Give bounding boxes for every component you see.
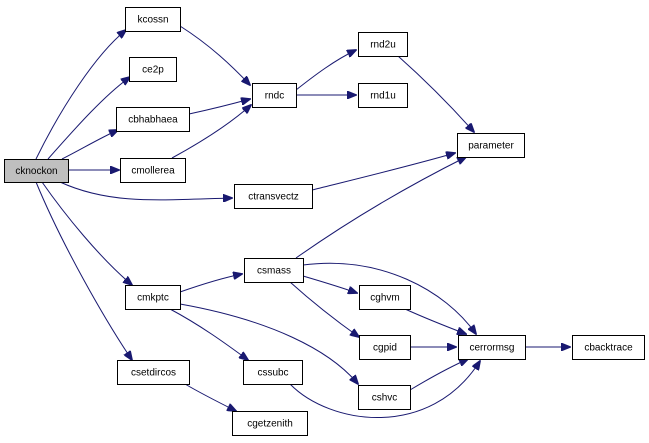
node-cshvc[interactable]: cshvc [358,385,411,410]
edge-rndc-to-rnd2u [295,50,356,91]
node-box-rnd2u [358,32,408,57]
node-rndc[interactable]: rndc [252,83,297,108]
node-label-rndc: rndc [265,91,284,102]
node-label-cbacktrace: cbacktrace [584,343,633,354]
node-ce2p[interactable]: ce2p [129,57,177,82]
node-box-parameter [457,133,525,158]
edge-cknockon-to-cmkptc [41,181,132,285]
edge-csmass-to-cgpid [289,281,359,337]
node-label-parameter: parameter [468,141,514,152]
node-cmollerea[interactable]: cmollerea [120,158,186,183]
node-label-cmollerea: cmollerea [131,166,175,177]
edge-cshvc-to-cerrormsg [409,359,468,391]
node-ctransvectz[interactable]: ctransvectz [234,184,313,209]
node-label-rnd1u: rnd1u [370,91,396,102]
edge-cghvm-to-cerrormsg [404,308,466,334]
node-label-cghvm: cghvm [370,293,399,304]
node-box-kcossn [125,7,181,32]
node-label-cgetzenith: cgetzenith [247,419,293,430]
edge-cknockon-to-cbhabhaea [61,130,118,160]
edges-layer [35,25,570,418]
node-cerrormsg[interactable]: cerrormsg [458,335,526,360]
node-label-cknockon: cknockon [15,166,57,177]
node-box-cknockon [4,159,69,183]
node-cknockon[interactable]: cknockon [4,159,69,183]
edge-cmollerea-to-rndc [171,105,251,159]
node-label-ce2p: ce2p [142,65,164,76]
edge-kcossn-to-rndc [179,25,250,85]
node-label-csetdircos: csetdircos [131,368,176,379]
node-box-cssubc [243,360,303,385]
node-label-cssubc: cssubc [257,368,288,379]
edge-csmass-to-cerrormsg [302,262,476,334]
node-cbacktrace[interactable]: cbacktrace [572,335,645,360]
node-cssubc[interactable]: cssubc [243,360,303,385]
node-label-ctransvectz: ctransvectz [248,192,299,203]
node-box-ce2p [129,57,177,82]
node-box-cghvm [359,285,411,310]
node-box-cgetzenith [232,411,308,436]
node-rnd1u[interactable]: rnd1u [358,83,408,108]
node-box-ctransvectz [234,184,313,209]
node-label-kcossn: kcossn [137,15,168,26]
edge-csmass-to-cghvm [302,275,357,293]
node-box-rnd1u [358,83,408,108]
node-label-rnd2u: rnd2u [370,40,396,51]
edge-cmkptc-to-cshvc [179,303,358,384]
node-box-csetdircos [117,360,190,385]
edge-cbhabhaea-to-rndc [188,99,250,115]
node-label-cerrormsg: cerrormsg [469,343,514,354]
node-parameter[interactable]: parameter [457,133,525,158]
node-box-cerrormsg [458,335,526,360]
node-box-cgpid [359,335,411,360]
node-kcossn[interactable]: kcossn [125,7,181,32]
node-cghvm[interactable]: cghvm [359,285,411,310]
edge-cknockon-to-ctransvectz [59,181,232,200]
edge-cknockon-to-kcossn [35,30,126,160]
node-label-cmkptc: cmkptc [137,293,169,304]
node-csetdircos[interactable]: csetdircos [117,360,190,385]
node-cgpid[interactable]: cgpid [359,335,411,360]
node-rnd2u[interactable]: rnd2u [358,32,408,57]
node-box-csmass [244,258,304,283]
edge-csmass-to-parameter [295,157,466,259]
node-cgetzenith[interactable]: cgetzenith [232,411,308,436]
node-box-cbacktrace [572,335,645,360]
node-label-cshvc: cshvc [372,393,398,404]
node-cbhabhaea[interactable]: cbhabhaea [116,107,190,132]
edge-cknockon-to-csetdircos [35,181,132,360]
node-cmkptc[interactable]: cmkptc [125,285,181,310]
edge-cmkptc-to-csmass [179,274,242,293]
edge-csetdircos-to-cgetzenith [184,383,236,411]
node-csmass[interactable]: csmass [244,258,304,283]
node-box-cmollerea [120,158,186,183]
node-box-cbhabhaea [116,107,190,132]
node-label-csmass: csmass [257,266,291,277]
edge-cssubc-to-cerrormsg [289,361,480,418]
node-label-cbhabhaea: cbhabhaea [128,115,178,126]
edge-cknockon-to-ce2p [47,77,130,160]
nodes-layer: cknockon kcossn ce2p cbhabhaea cmollerea rndc… [4,7,645,436]
edge-rnd2u-to-parameter [397,55,474,132]
node-box-cmkptc [125,285,181,310]
node-box-rndc [252,83,297,108]
node-box-cshvc [358,385,411,410]
edge-cmkptc-to-cssubc [169,308,248,360]
node-label-cgpid: cgpid [373,343,397,354]
edge-ctransvectz-to-parameter [311,153,455,191]
